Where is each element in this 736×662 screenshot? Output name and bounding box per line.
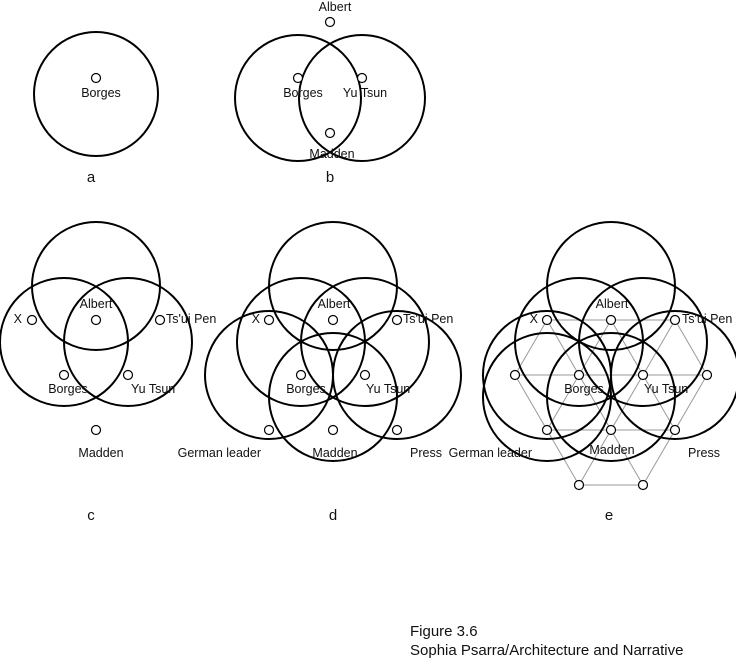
circle [63, 277, 193, 407]
node-label-albert: Albert [80, 297, 113, 311]
node-marker [637, 369, 649, 381]
node-label-x: X [14, 312, 23, 326]
node-marker [391, 314, 403, 326]
node-label-ts-ui-pen: Ts'ui Pen [682, 312, 732, 326]
circle [298, 34, 426, 162]
circle [33, 31, 159, 157]
circle [234, 34, 362, 162]
panel-letter: c [87, 507, 95, 524]
node-marker [90, 424, 102, 436]
node-marker [359, 369, 371, 381]
node-marker [90, 314, 102, 326]
node-label-borges: Borges [81, 86, 121, 100]
node-marker [26, 314, 38, 326]
node-marker [58, 369, 70, 381]
node-label-ts-ui-pen: Ts'ui Pen [403, 312, 453, 326]
circle [204, 310, 334, 440]
circle [546, 332, 676, 462]
node-marker [669, 314, 681, 326]
node-marker [541, 314, 553, 326]
node-marker [292, 72, 304, 84]
node-marker [605, 314, 617, 326]
node-label-albert: Albert [319, 0, 352, 14]
panel-letter: e [605, 507, 613, 524]
node-label-press: Press [688, 446, 720, 460]
node-label-x: X [252, 312, 261, 326]
node-label-borges: Borges [283, 86, 323, 100]
node-label-yu-tsun: Yu Tsun [343, 86, 387, 100]
grid-line [642, 319, 676, 376]
node-label-yu-tsun: Yu Tsun [644, 382, 688, 396]
node-label-press: Press [410, 446, 442, 460]
node-marker [573, 369, 585, 381]
panel-letter: a [87, 169, 96, 186]
node-marker [154, 314, 166, 326]
grid-line [578, 429, 612, 486]
node-label-ts-ui-pen: Ts'ui Pen [166, 312, 216, 326]
node-label-borges: Borges [286, 382, 326, 396]
node-marker [541, 424, 553, 436]
grid-line [546, 319, 580, 376]
node-marker [327, 314, 339, 326]
grid-line [674, 374, 708, 431]
figure-number: Figure 3.6 [410, 623, 478, 640]
panel-letter: b [326, 169, 334, 186]
node-label-yu-tsun: Yu Tsun [366, 382, 410, 396]
figure-caption: Figure 3.6 Sophia Psarra/Architecture an… [410, 622, 683, 660]
circle [482, 310, 612, 440]
node-marker [637, 479, 649, 491]
panel-a: Borges a [33, 31, 159, 186]
node-label-albert: Albert [318, 297, 351, 311]
node-marker [122, 369, 134, 381]
circle [268, 332, 398, 462]
node-label-german-leader: German leader [449, 446, 532, 460]
node-marker [605, 424, 617, 436]
node-marker [324, 127, 336, 139]
node-marker [669, 424, 681, 436]
node-label-x: X [530, 312, 539, 326]
node-marker [509, 369, 521, 381]
node-marker [263, 424, 275, 436]
node-marker [573, 479, 585, 491]
node-label-yu-tsun: Yu Tsun [131, 382, 175, 396]
panel-letter: d [329, 507, 337, 524]
circle [482, 332, 612, 462]
grid-line [514, 374, 548, 431]
node-marker [356, 72, 368, 84]
grid-line [610, 429, 644, 486]
node-marker [391, 424, 403, 436]
node-marker [295, 369, 307, 381]
node-label-borges: Borges [564, 382, 604, 396]
node-label-madden: Madden [78, 446, 123, 460]
node-label-borges: Borges [48, 382, 88, 396]
node-marker [90, 72, 102, 84]
node-marker [324, 16, 336, 28]
node-marker [263, 314, 275, 326]
grid-line [610, 374, 644, 431]
node-label-madden: Madden [309, 147, 354, 161]
circle [0, 277, 129, 407]
circle [332, 310, 462, 440]
node-marker [701, 369, 713, 381]
figure-credit: Sophia Psarra/Architecture and Narrative [410, 642, 684, 659]
node-label-albert: Albert [596, 297, 629, 311]
node-label-german-leader: German leader [178, 446, 261, 460]
node-label-madden: Madden [312, 446, 357, 460]
node-marker [327, 424, 339, 436]
node-label-madden: Madden [589, 443, 634, 457]
